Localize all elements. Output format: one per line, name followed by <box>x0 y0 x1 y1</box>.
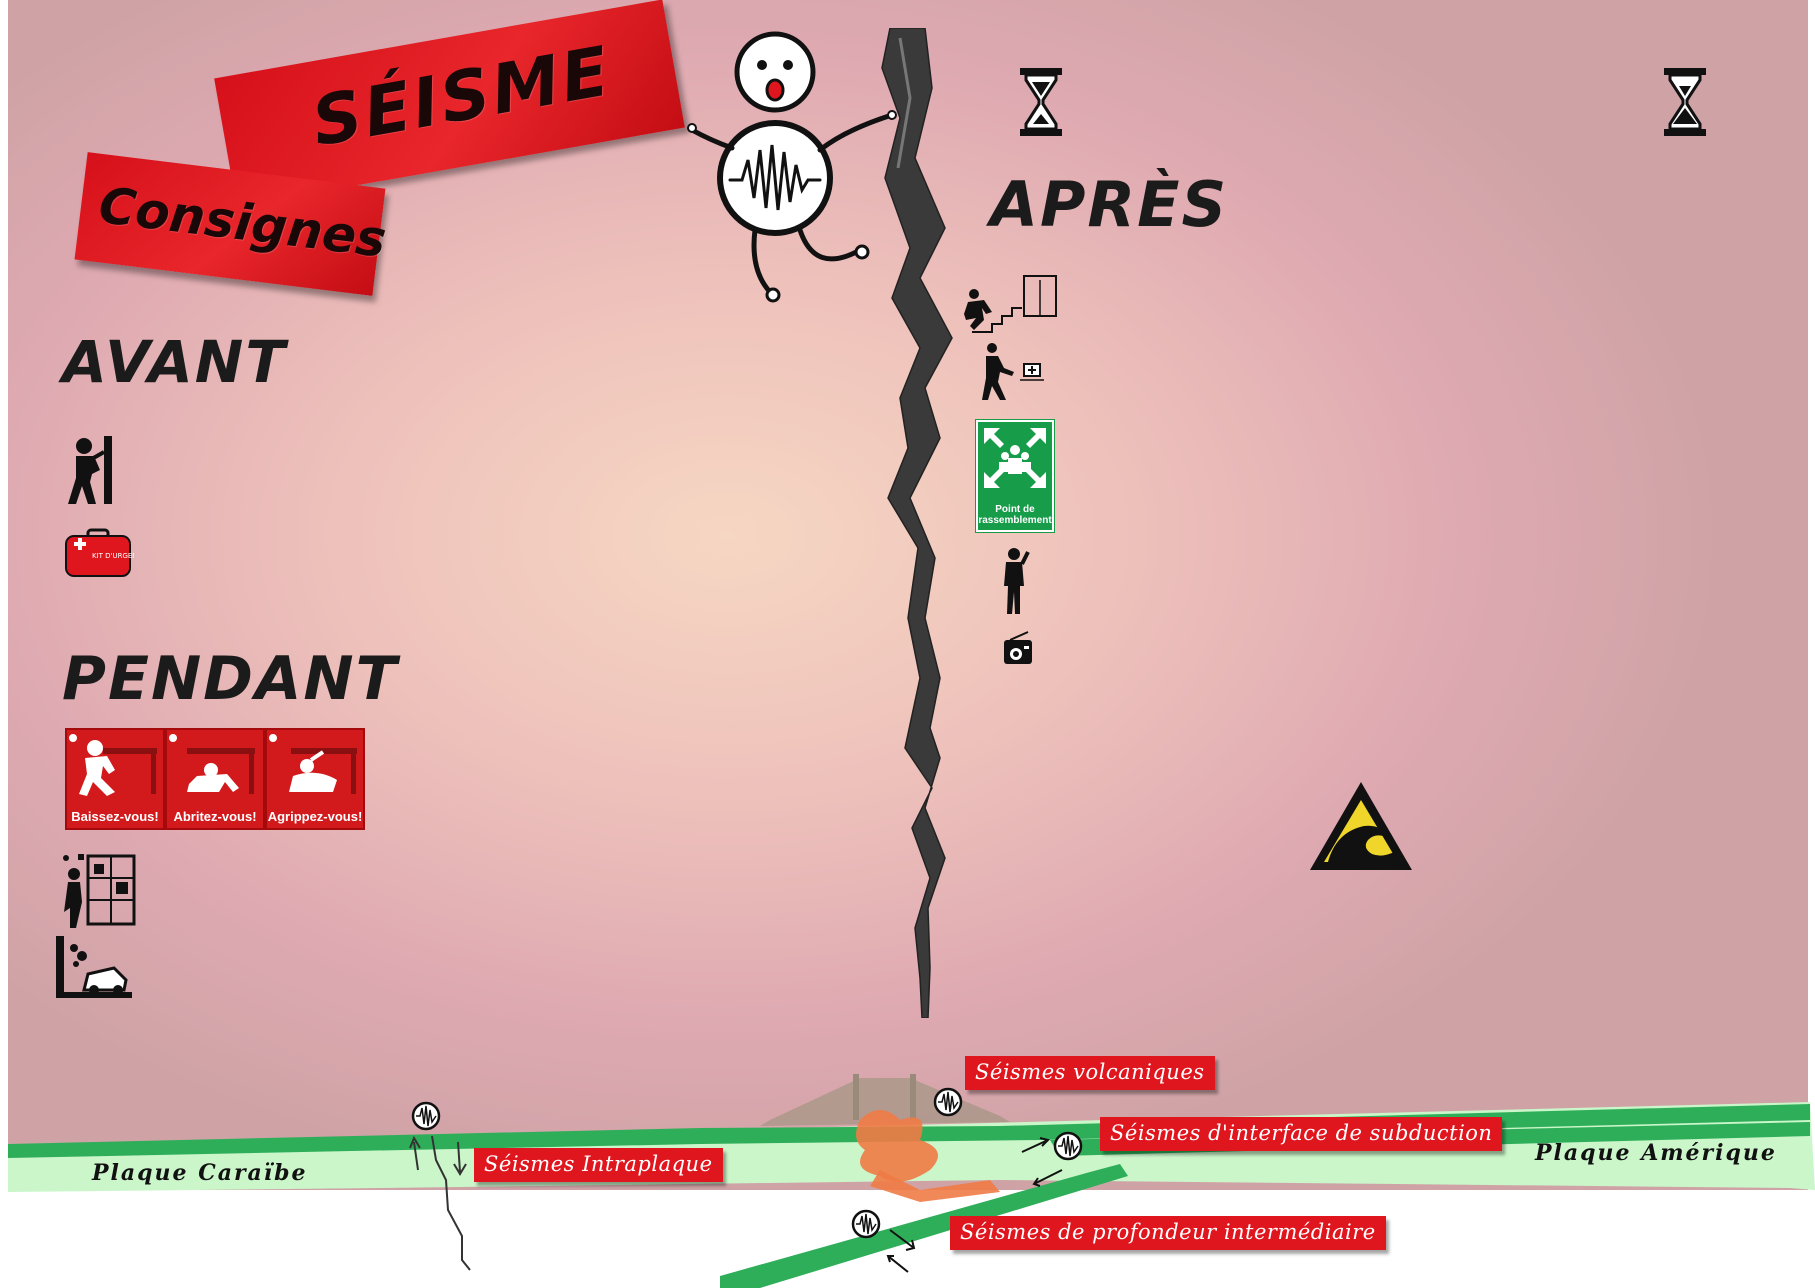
kit-label: KIT D'URGENCE <box>92 552 134 560</box>
label-plaque-caraibe: Plaque Caraïbe <box>92 1160 308 1186</box>
crouch-icon <box>69 734 157 796</box>
evacuate-stairs-icon <box>964 275 1057 333</box>
assembly-sign-text: Point de rassemblement <box>978 504 1052 526</box>
avant-heading: AVANT <box>62 328 287 396</box>
pendant-card-agrippez: Agrippez-vous! <box>265 728 365 830</box>
label-plaque-amerique: Plaque Amérique <box>1535 1140 1777 1166</box>
pendant-card-baissez: Baissez-vous! <box>65 728 165 830</box>
first-aid-kit-icon: KIT D'URGENCE <box>65 528 134 577</box>
falling-objects-icon <box>63 854 136 928</box>
assembly-sign-line1: Point de <box>995 504 1035 515</box>
assembly-arrows-icon <box>984 428 1046 488</box>
rescue-kit-person-icon <box>982 343 1044 400</box>
rockfall-icon <box>56 936 132 998</box>
cover-icon <box>169 734 255 794</box>
pendant-heading: PENDANT <box>62 644 399 714</box>
pendant-card-abritez: Abritez-vous! <box>165 728 265 830</box>
consignes-title: Consignes <box>95 176 390 269</box>
tsunami-warning-icon <box>1310 782 1412 870</box>
hourglass-icon <box>1020 68 1062 136</box>
label-seismes-volcaniques: Séismes volcaniques <box>965 1056 1215 1090</box>
person-phone-icon <box>1004 548 1030 614</box>
secure-furniture-icon <box>68 436 112 504</box>
assembly-point-sign: Point de rassemblement <box>976 420 1054 532</box>
pendant-card-label: Abritez-vous! <box>173 809 257 824</box>
label-seismes-subduction: Séismes d'interface de subduction <box>1100 1117 1503 1151</box>
radio-icon <box>1004 631 1032 664</box>
stickman-seismograph-icon <box>687 31 897 303</box>
ground-crack <box>881 28 953 1018</box>
assembly-sign-line2: rassemblement <box>978 515 1052 526</box>
pendant-card-label: Baissez-vous! <box>71 809 159 824</box>
hold-on-icon <box>269 734 357 794</box>
label-seismes-profondeur: Séismes de profondeur intermédiaire <box>950 1216 1386 1250</box>
apres-heading: APRÈS <box>990 168 1229 241</box>
label-seismes-intraplaque: Séismes Intraplaque <box>474 1148 723 1182</box>
pendant-card-label: Agrippez-vous! <box>267 809 363 824</box>
hourglass-icon <box>1664 68 1706 136</box>
